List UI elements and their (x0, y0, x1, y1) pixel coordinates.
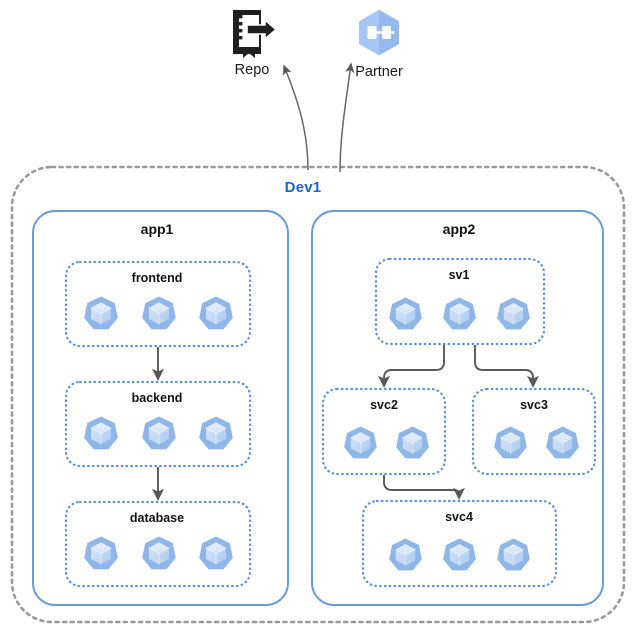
connector-svc2-svc4 (383, 475, 465, 500)
connector-sv1-svc2 (378, 345, 445, 388)
backend-border (64, 380, 252, 468)
application-app2[interactable] (311, 210, 604, 606)
service-label-backend: backend (131, 391, 183, 405)
connector-env-repo (283, 64, 309, 171)
repository-icon[interactable] (233, 10, 278, 58)
environment-border (10, 165, 626, 624)
frontend-border (64, 260, 252, 348)
service-label-svc4: svc4 (445, 510, 473, 524)
service-label-sv1: sv1 (448, 268, 470, 282)
service-svc3[interactable] (471, 387, 597, 476)
connector-sv1-svc3 (474, 345, 539, 388)
service-label-database: database (129, 511, 185, 525)
service-frontend[interactable] (64, 260, 252, 348)
svc2-border (321, 387, 447, 476)
application-label-app1: app1 (140, 221, 174, 237)
partner-interconnect-icon[interactable] (359, 9, 399, 56)
service-svc2[interactable] (321, 387, 447, 476)
database-border (64, 500, 252, 588)
svc3-border (471, 387, 597, 476)
svc4-border (361, 499, 558, 588)
connector-env-partner (339, 62, 355, 173)
service-label-svc2: svc2 (370, 398, 398, 412)
service-label-frontend: frontend (131, 271, 183, 285)
sv1-border (374, 257, 546, 346)
external-node-label-repo: Repo (234, 62, 270, 78)
service-svc4[interactable] (361, 499, 558, 588)
application-label-app2: app2 (442, 221, 476, 237)
app2-border (311, 210, 604, 606)
service-backend[interactable] (64, 380, 252, 468)
environment-dev1[interactable] (10, 165, 626, 624)
service-sv1[interactable] (374, 257, 546, 346)
service-label-svc3: svc3 (520, 398, 548, 412)
service-database[interactable] (64, 500, 252, 588)
environment-label-dev1: Dev1 (284, 179, 322, 196)
external-node-label-partner: Partner (355, 64, 403, 80)
application-app1[interactable] (32, 210, 289, 606)
